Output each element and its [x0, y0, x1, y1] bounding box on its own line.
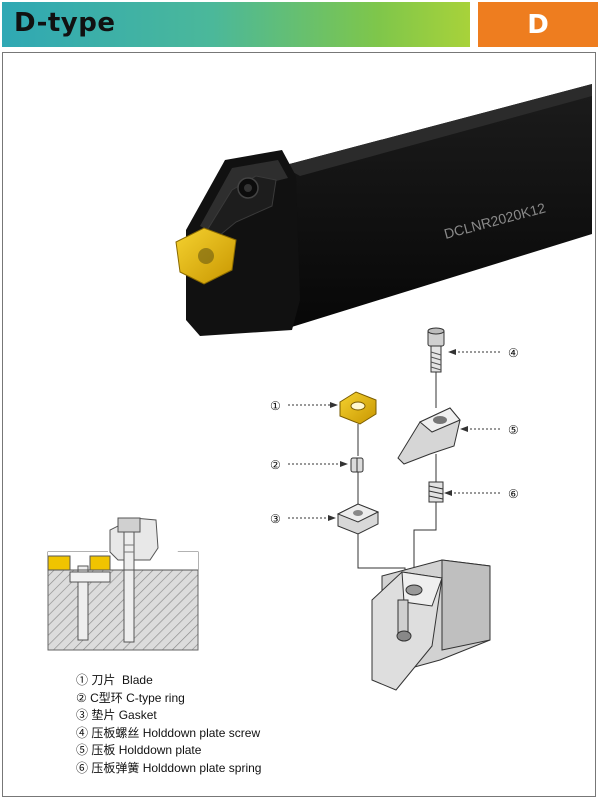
shank-top-face	[282, 84, 592, 176]
part-holddown-plate	[397, 407, 461, 465]
exploded-parts	[336, 327, 491, 691]
callout-5: ⑤	[508, 423, 519, 437]
legend-item-c-ring: ② C型环 C-type ring	[76, 690, 185, 705]
content-frame	[2, 52, 596, 797]
legend-item-holddown-plate: ⑤ 压板 Holddown plate	[76, 743, 202, 757]
part-holddown-screw	[427, 327, 445, 373]
callout-6: ⑥	[508, 487, 519, 501]
callout-4: ④	[508, 346, 519, 360]
callout-1: ①	[270, 399, 281, 413]
cross-section-inset	[47, 517, 199, 651]
parts-legend: ① 刀片 Blade ② C型环 C-type ring ③ 垫片 Gasket…	[76, 672, 396, 777]
legend-item-blade: ① 刀片 Blade	[76, 673, 153, 687]
callout-3: ③	[270, 512, 281, 526]
tool-holder-photo: DCLNR2020K12	[175, 84, 592, 336]
part-seat-block	[371, 559, 491, 691]
title-band: D-type	[2, 2, 470, 47]
part-spring	[428, 481, 444, 503]
part-blade	[339, 391, 377, 425]
legend-item-gasket: ③ 垫片 Gasket	[76, 708, 157, 722]
legend-item-spring: ⑥ 压板弹簧 Holddown plate spring	[76, 760, 262, 775]
header: D-type D	[2, 2, 598, 47]
page-title: D-type	[14, 8, 116, 38]
type-badge: D	[478, 2, 598, 47]
shank-body	[282, 84, 592, 330]
part-gasket	[336, 503, 380, 535]
part-c-ring	[350, 457, 364, 473]
callouts: ① ② ③ ④ ⑤ ⑥	[270, 346, 519, 526]
callout-2: ②	[270, 458, 281, 472]
legend-item-holddown-screw: ④ 压板螺丝 Holddown plate screw	[76, 725, 261, 740]
